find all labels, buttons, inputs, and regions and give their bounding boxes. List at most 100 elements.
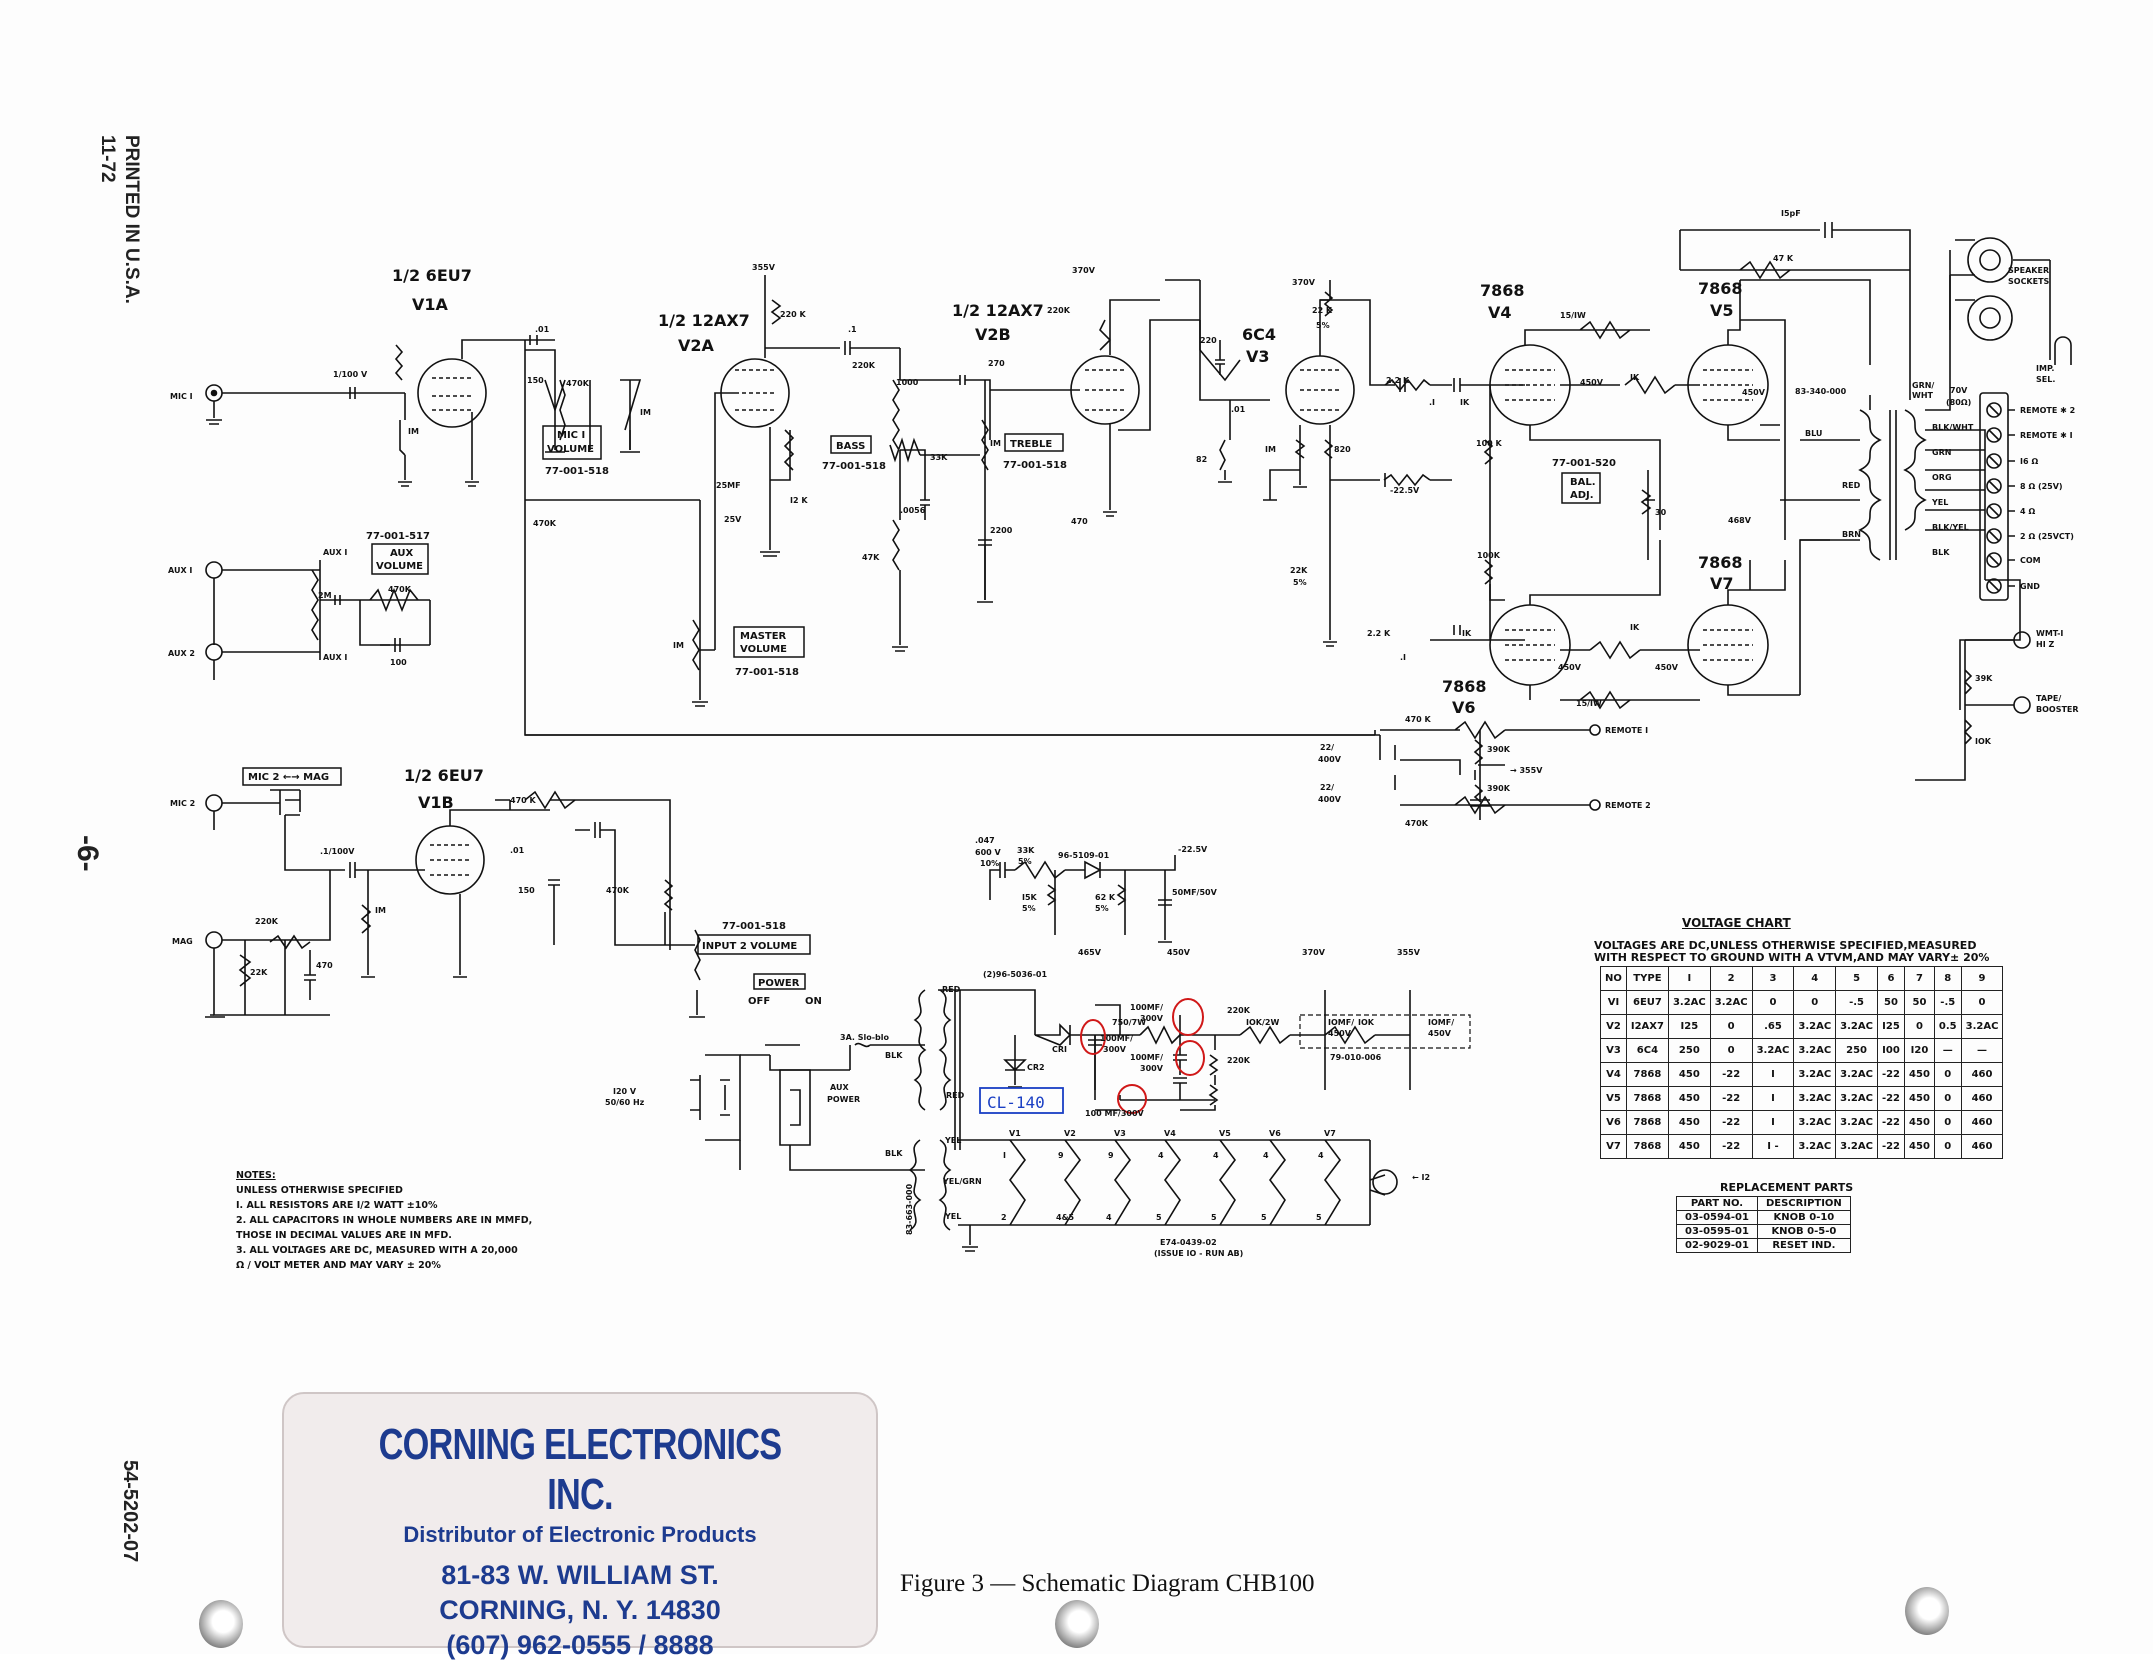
cap-25mf: 25MF	[716, 481, 741, 490]
tube-v1b-ref: V1B	[418, 793, 454, 812]
res-390k-a: 390K	[1487, 745, 1511, 754]
res-390k-b: 390K	[1487, 784, 1511, 793]
table-cell: I	[1751, 1086, 1795, 1111]
note-line: 3. ALL VOLTAGES ARE DC, MEASURED WITH A …	[236, 1245, 518, 1256]
heater-tube-label: V5	[1219, 1129, 1231, 1138]
res-220k-2: 220K	[1047, 306, 1071, 315]
table-cell: 0	[1933, 1134, 1962, 1159]
heater-tube-label: V7	[1324, 1129, 1336, 1138]
table-cell: 3.2AC	[1709, 990, 1753, 1015]
cap-1-100: 1/100 V	[333, 370, 368, 379]
cap-270: 270	[988, 359, 1005, 368]
binder-hole	[199, 1600, 243, 1648]
res-5pct-b: 5%	[1293, 578, 1307, 587]
terminal-label: REMOTE ✱ 2	[2020, 406, 2075, 415]
table-cell: -.5	[1933, 990, 1962, 1015]
voltage-468: 468V	[1728, 516, 1752, 525]
table-cell: 02-9029-01	[1676, 1238, 1758, 1253]
voltage-neg225: -22.5V	[1390, 486, 1420, 495]
bal-adj-label2: ADJ.	[1570, 490, 1594, 501]
table-cell: I -	[1751, 1134, 1795, 1159]
imp-label: IMP.	[2036, 364, 2054, 373]
res-1k-d: IK	[1630, 623, 1640, 632]
voltage-355-right: → 355V	[1510, 766, 1543, 775]
tube-v7-type: 7868	[1698, 553, 1743, 572]
res-1m-v1b: IM	[375, 906, 386, 915]
res-2-2k-a: 2.2 K	[1386, 376, 1410, 385]
wire-red2: RED	[946, 1091, 965, 1100]
master-volume-part: 77-001-518	[735, 667, 799, 678]
res-220k-mag: 220K	[255, 917, 279, 926]
aux-volume-part: 77-001-517	[366, 531, 430, 542]
tube-v1a-type: 1/2 6EU7	[392, 266, 472, 285]
res-15-1w-a: 15/IW	[1560, 311, 1586, 320]
tube-v3-ref: V3	[1246, 347, 1270, 366]
table-cell: -.5	[1835, 990, 1878, 1015]
cap-01a: .01	[535, 325, 550, 334]
table-cell: V4	[1600, 1062, 1627, 1087]
voltage-chart-header-cell: 3	[1751, 966, 1795, 991]
document-number: 54-5202-07	[119, 1460, 141, 1563]
res-10k-2w: IOK/2W	[1246, 1018, 1279, 1027]
voltage-370b: 370V	[1292, 278, 1316, 287]
cap-10mf-a: IOMF/	[1328, 1018, 1354, 1027]
table-cell: 3.2AC	[1960, 1014, 2004, 1039]
mains-frequency: 50/60 Hz	[605, 1098, 645, 1107]
res-470k-r2: 470K	[1405, 819, 1429, 828]
table-cell: 450	[1904, 1062, 1935, 1087]
heater-tube-label: V2	[1064, 1129, 1076, 1138]
cap-300v-b: 300V	[1140, 1014, 1164, 1023]
voltage-plate450b: 450V	[1742, 388, 1766, 397]
table-cell: 450	[1667, 1134, 1711, 1159]
power-on-label: ON	[805, 996, 822, 1007]
table-cell: 03-0595-01	[1676, 1224, 1758, 1239]
wire-yelgrn: YEL/GRN	[942, 1177, 982, 1186]
res-12k: I2 K	[790, 496, 808, 505]
terminal-label: I6 Ω	[2020, 457, 2038, 466]
tube-v2a-ref: V2A	[678, 336, 715, 355]
mic1-jack-label: MIC I	[170, 392, 193, 401]
res-470k-lower: 470K	[533, 519, 557, 528]
cap-22-a: 22/	[1320, 743, 1334, 752]
replacement-parts-title: REPLACEMENT PARTS	[1720, 1181, 1854, 1194]
wire-red3: RED	[1842, 481, 1861, 490]
heater-tube-label: V4	[1164, 1129, 1176, 1138]
voltage-plate450c: 450V	[1558, 663, 1582, 672]
table-cell: -22	[1876, 1134, 1906, 1159]
heater-pin-bottom: 4&5	[1056, 1213, 1075, 1222]
wmt-label: WMT-I	[2036, 629, 2063, 638]
aux2-jack-label: AUX 2	[168, 649, 195, 658]
table-cell: 450	[1904, 1134, 1935, 1159]
replacement-parts-header-cell: PART NO.	[1676, 1196, 1758, 1211]
treble-part: 77-001-518	[1003, 460, 1067, 471]
res-1m-b: IM	[990, 439, 1001, 448]
table-cell: 450	[1667, 1086, 1711, 1111]
table-cell: 50	[1876, 990, 1906, 1015]
table-cell: 3.2AC	[1667, 990, 1711, 1015]
cap-300v-a: 300V	[1103, 1045, 1127, 1054]
diode-96: 96-5109-01	[1058, 851, 1110, 860]
bal-adj-label: BAL.	[1570, 477, 1596, 488]
aux-volume-label2: VOLUME	[376, 561, 423, 572]
heater-pin-top: I	[1003, 1151, 1006, 1160]
cap-100mf-b: 100MF/	[1130, 1003, 1163, 1012]
tube-v2b-type: 1/2 12AX7	[952, 301, 1044, 320]
mic2-jack-label: MIC 2	[170, 799, 195, 808]
wire-blu: BLU	[1805, 429, 1822, 438]
table-cell: 3.2AC	[1793, 1014, 1837, 1039]
res-470k-aux: 470K	[388, 585, 412, 594]
table-cell: -22	[1709, 1134, 1753, 1159]
table-cell: 7868	[1625, 1086, 1669, 1111]
aux-volume-label: AUX	[390, 548, 414, 559]
table-cell: —	[1960, 1038, 2004, 1063]
heater-pin-bottom: 2	[1001, 1213, 1007, 1222]
res-10k: IOK	[1358, 1018, 1375, 1027]
tube-v1a-ref: V1A	[412, 295, 449, 314]
table-cell: 450	[1667, 1110, 1711, 1135]
cap-100: 100	[390, 658, 407, 667]
